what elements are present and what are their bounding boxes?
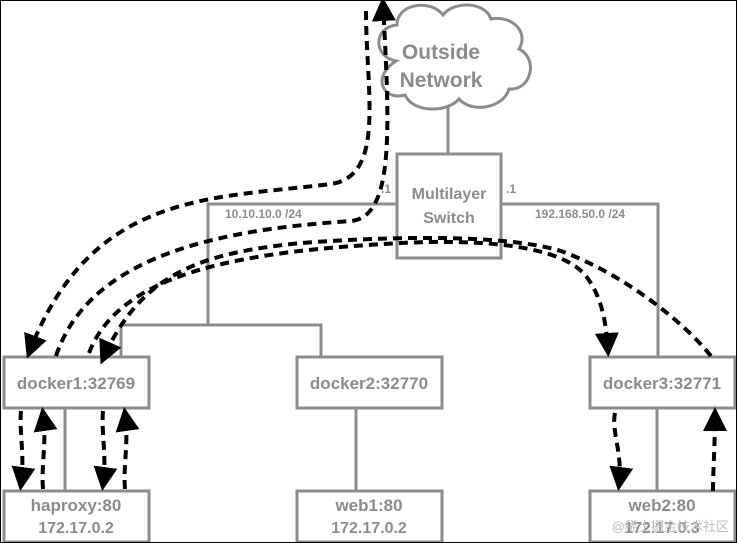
cloud-label-line1: Outside — [402, 41, 480, 64]
docker2-host: docker2:32770 — [295, 355, 444, 410]
switch-label-line2: Switch — [423, 210, 475, 227]
flow-docker3-to-docker1 — [99, 235, 713, 365]
flow-docker3-to-web2 — [609, 412, 634, 491]
docker2-label: docker2:32770 — [310, 374, 428, 393]
haproxy-name: haproxy:80 — [31, 496, 122, 515]
haproxy-container: haproxy:80 172.17.0.2 — [2, 489, 151, 542]
lan-left-bus — [119, 323, 323, 357]
flow-docker1-to-outside — [54, 1, 396, 357]
docker2-box — [295, 355, 444, 410]
docker3-label: docker3:32771 — [603, 374, 721, 393]
watermark: @稀土掘金技术社区 — [612, 519, 729, 534]
haproxy-box — [2, 489, 151, 542]
docker1-host: docker1:32769 — [2, 355, 151, 410]
flow-docker1-to-haproxy-right — [93, 410, 118, 491]
cloud-shape — [377, 3, 532, 111]
flow-docker1-to-haproxy-left — [11, 410, 36, 491]
flow-inbound-to-docker1 — [24, 10, 372, 359]
cloud-label-line2: Network — [400, 69, 483, 92]
subnet-right-label: 192.168.50.0 /24 — [535, 207, 625, 221]
docker3-box — [588, 355, 736, 410]
docker1-box — [2, 355, 151, 410]
subnet-left-bus — [206, 202, 397, 325]
subnet-right-bus — [501, 202, 660, 357]
switch-label-line1: Multilayer — [412, 186, 487, 203]
web1-container: web1:80 172.17.0.2 — [295, 489, 444, 542]
haproxy-ip: 172.17.0.2 — [38, 520, 114, 537]
flow-haproxy-to-docker1-left — [33, 407, 58, 490]
web2-ip: 172.17.0.3 — [624, 520, 700, 537]
web2-container: web2:80 172.17.0.3 — [588, 489, 736, 542]
flow-haproxy-to-docker1-right — [115, 407, 140, 490]
web1-box — [295, 489, 444, 542]
traffic-flows — [11, 1, 727, 492]
web2-name: web2:80 — [627, 496, 695, 515]
web1-ip: 172.17.0.2 — [331, 520, 407, 537]
flow-docker1-to-docker3 — [87, 239, 619, 357]
docker1-label: docker1:32769 — [17, 374, 135, 393]
outside-network-cloud: Outside Network — [377, 3, 532, 111]
docker3-host: docker3:32771 — [588, 355, 736, 410]
flow-web2-to-docker3 — [702, 407, 727, 492]
web1-name: web1:80 — [334, 496, 402, 515]
web2-box — [588, 489, 736, 542]
switch-port-right-label: .1 — [506, 182, 516, 196]
switch-port-left-label: .1 — [381, 182, 391, 196]
subnet-left-label: 10.10.10.0 /24 — [225, 207, 302, 221]
